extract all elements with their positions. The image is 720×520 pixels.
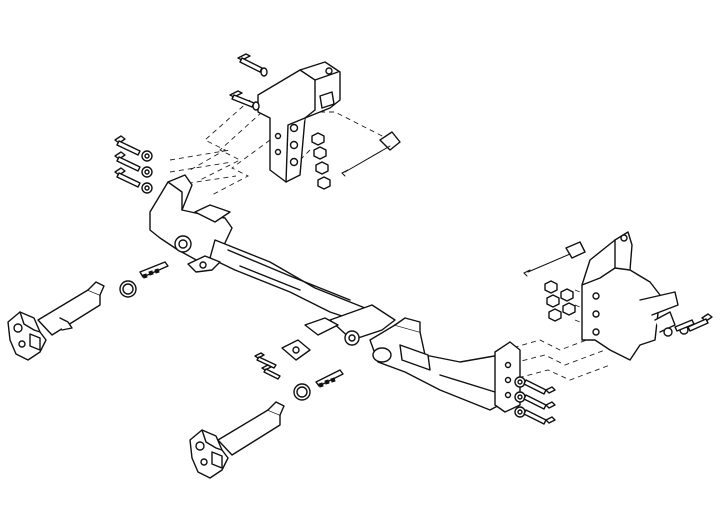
center-tow-bracket	[281, 339, 311, 361]
right-side-bolts	[663, 313, 713, 337]
left-tow-arm	[7, 281, 105, 361]
left-side-bolts-washers	[114, 135, 153, 194]
upper-hitch-pin	[119, 261, 169, 298]
upper-left-mounting-bracket	[257, 61, 341, 183]
upper-bracket-nuts	[311, 132, 331, 190]
right-bracket-nuts	[544, 280, 576, 322]
upper-safety-cable	[341, 131, 401, 177]
main-crossbar	[149, 174, 521, 413]
upper-bolts	[229, 53, 268, 111]
lower-right-bolts-washers	[514, 376, 556, 425]
lower-hitch-pin	[293, 369, 344, 401]
right-tow-arm	[189, 401, 285, 479]
center-tow-tab	[304, 317, 339, 336]
center-bolts	[254, 352, 281, 380]
lower-right-mounting-bracket	[581, 231, 679, 361]
lower-safety-cable	[523, 241, 586, 277]
